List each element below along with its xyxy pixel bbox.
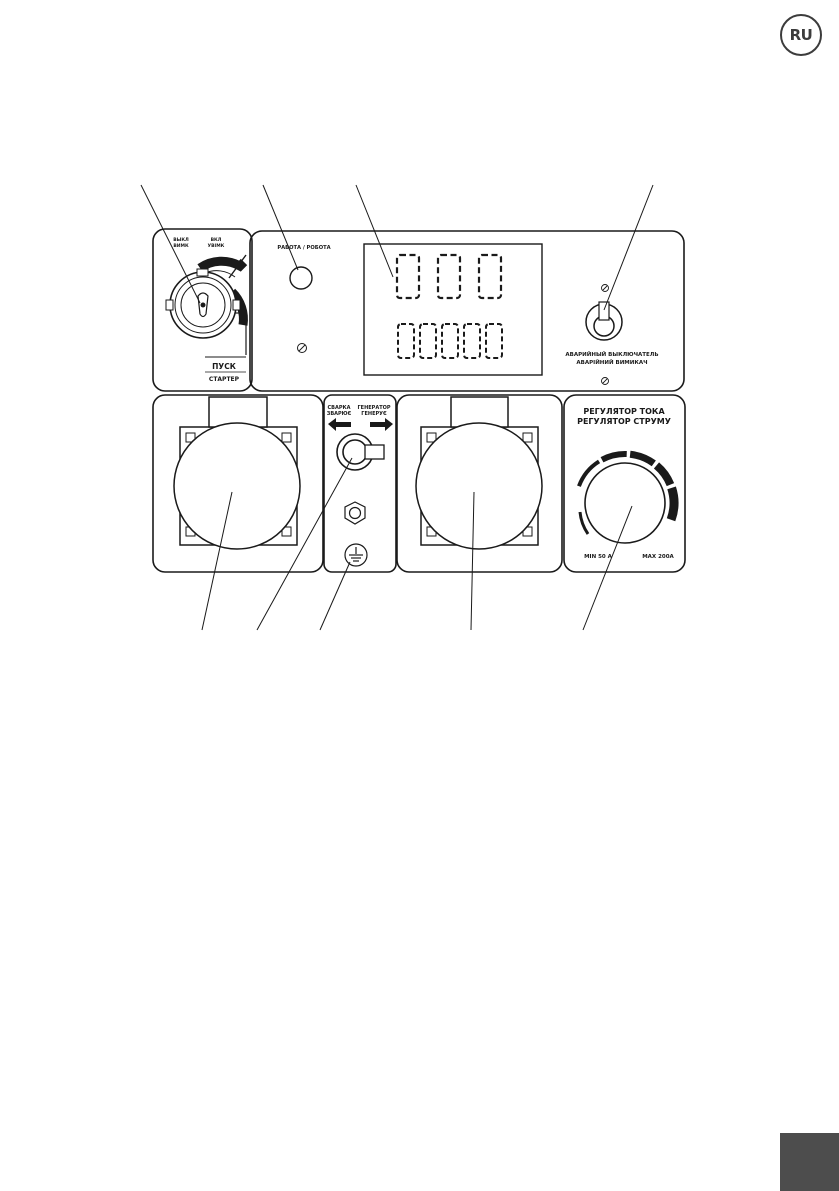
callout-line-regulator: [582, 505, 633, 631]
callout-line-run-indicator: [262, 184, 299, 271]
generator-label-ua: ГЕНЕРУЄ: [361, 411, 387, 417]
arrow-right-icon: [370, 418, 393, 431]
display-digit: [477, 253, 503, 300]
display-digit: [485, 323, 503, 359]
ground-icon: [344, 543, 368, 567]
current-regulator-knob[interactable]: [584, 462, 666, 544]
regulator-scale: [577, 450, 679, 535]
selector-panel: [323, 394, 397, 573]
key-on-label-ru: ВКЛ: [211, 237, 222, 243]
emergency-switch-label-ua: АВАРІЙНИЙ ВИМИКАЧ: [576, 358, 647, 366]
callout-line-emergency-switch: [603, 184, 654, 311]
display-digit: [463, 323, 481, 359]
generator-label-ru: ГЕНЕРАТОР: [357, 405, 390, 411]
key-off-label-ua: ВИМК: [173, 243, 189, 249]
digital-display: [363, 243, 543, 376]
display-bottom-digits: [397, 323, 503, 359]
callout-line-right-socket: [470, 491, 475, 631]
ground-terminal[interactable]: [344, 501, 366, 525]
display-top-digits: [395, 253, 503, 300]
weld-label-ru: СВАРКА: [328, 405, 351, 411]
arrow-left-icon: [328, 418, 351, 431]
callout-lines: [140, 184, 654, 631]
regulator-panel: [563, 394, 686, 573]
display-digit: [397, 323, 415, 359]
regulator-scale-segment: [577, 459, 601, 487]
callout-line-mode-selector: [256, 457, 353, 631]
regulator-min-label: MIN 50 A: [584, 554, 613, 560]
mode-selector-switch[interactable]: [336, 433, 385, 471]
callout-line-ground: [319, 561, 351, 631]
main-control-panel: [249, 230, 685, 392]
starter-label: СТАРТЕР: [209, 376, 240, 383]
screw-icon: [601, 377, 609, 385]
display-digit: [441, 323, 459, 359]
screw-icon: [601, 284, 609, 292]
regulator-title-ua: РЕГУЛЯТОР СТРУМУ: [577, 417, 671, 426]
regulator-scale-segment: [578, 511, 590, 535]
emergency-switch-label-ru: АВАРИЙНЫЙ ВЫКЛЮЧАТЕЛЬ: [565, 350, 658, 358]
page-tab: [780, 1133, 839, 1191]
regulator-scale-segment: [666, 486, 679, 522]
left-power-socket[interactable]: [173, 396, 301, 550]
callout-line-key-switch: [140, 184, 201, 304]
callout-line-display: [355, 184, 394, 278]
right-socket-panel: [396, 394, 563, 573]
left-socket-panel: [152, 394, 324, 573]
regulator-max-label: MAX 200A: [642, 554, 674, 560]
run-indicator-lamp: [289, 266, 313, 290]
regulator-scale-segment: [629, 450, 656, 467]
display-digit: [395, 253, 421, 300]
callout-line-left-socket: [201, 491, 233, 631]
right-power-socket[interactable]: [415, 396, 543, 550]
weld-label-ua: ЗВАРЮЄ: [327, 411, 352, 417]
language-badge: RU: [780, 14, 822, 56]
regulator-scale-segment: [600, 451, 627, 463]
key-on-label-ua: УВІМК: [208, 243, 225, 249]
key-switch-panel: [152, 228, 253, 392]
key-off-label-ru: ВЫКЛ: [173, 237, 189, 243]
screw-icon: [297, 343, 307, 353]
display-digit: [419, 323, 437, 359]
regulator-scale-segment: [653, 462, 675, 487]
regulator-title-ru: РЕГУЛЯТОР ТОКА: [583, 407, 665, 416]
run-indicator-label: РАБОТА / РОБОТА: [277, 245, 330, 251]
emergency-stop-switch[interactable]: [585, 301, 623, 341]
ignition-key-switch[interactable]: [165, 254, 248, 358]
display-digit: [436, 253, 462, 300]
start-label: ПУСК: [212, 362, 237, 371]
